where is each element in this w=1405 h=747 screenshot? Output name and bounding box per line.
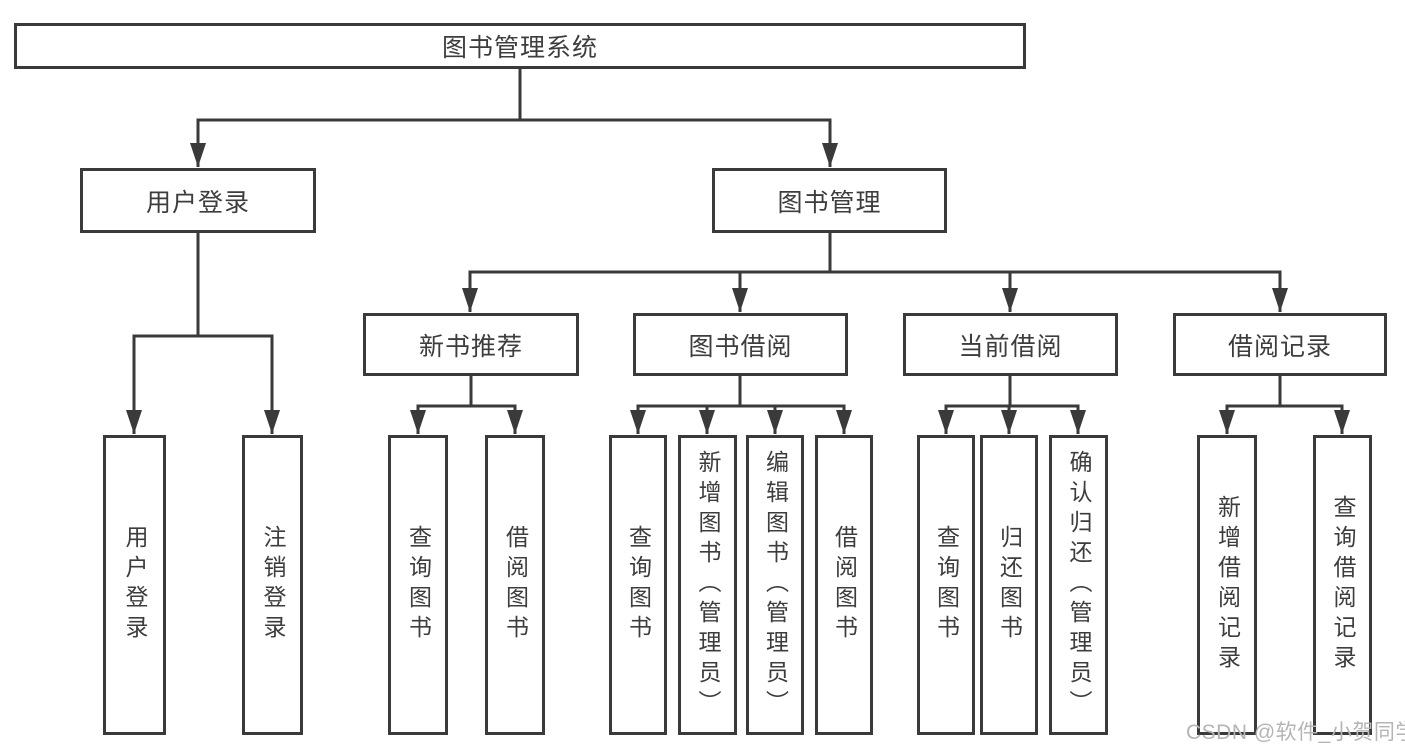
leaf-current-return-books: 归还图书	[980, 435, 1038, 735]
leaf-records-query-record: 查询借阅记录	[1313, 435, 1372, 735]
node-book-management: 图书管理	[712, 168, 947, 233]
connector-current-borrow-split	[944, 374, 1080, 408]
leaf-borrow-query-books: 查询图书	[609, 435, 667, 735]
leaf-borrow-add-books-admin: 新增图书（管理员）	[678, 435, 737, 735]
connector-root-split	[196, 67, 832, 122]
node-borrow-records: 借阅记录	[1173, 313, 1387, 376]
leaf-current-query-books: 查询图书	[917, 435, 975, 735]
connector-borrow-records-split	[1225, 374, 1344, 408]
connector-book-management-split	[468, 231, 1282, 274]
leaf-recommend-borrow-books: 借阅图书	[485, 435, 545, 735]
node-new-book-recommend: 新书推荐	[363, 313, 579, 376]
watermark: CSDN @软件_小贺同学	[1186, 721, 1405, 744]
leaf-records-add-record: 新增借阅记录	[1197, 435, 1257, 735]
node-library-system: 图书管理系统	[14, 23, 1026, 69]
connector-book-borrow-split	[636, 374, 846, 408]
leaf-user-login: 用户登录	[103, 435, 166, 735]
connector-user-login-split	[132, 231, 274, 338]
leaf-logout: 注销登录	[242, 435, 303, 735]
node-book-borrow: 图书借阅	[633, 313, 848, 376]
node-user-login-branch: 用户登录	[80, 168, 316, 233]
leaf-borrow-borrow-books: 借阅图书	[815, 435, 873, 735]
leaf-borrow-edit-books-admin: 编辑图书（管理员）	[746, 435, 804, 735]
leaf-current-confirm-return-admin: 确认归还（管理员）	[1049, 435, 1108, 735]
node-current-borrow: 当前借阅	[903, 313, 1118, 376]
connector-new-book-split	[416, 374, 517, 408]
leaf-recommend-query-books: 查询图书	[388, 435, 448, 735]
